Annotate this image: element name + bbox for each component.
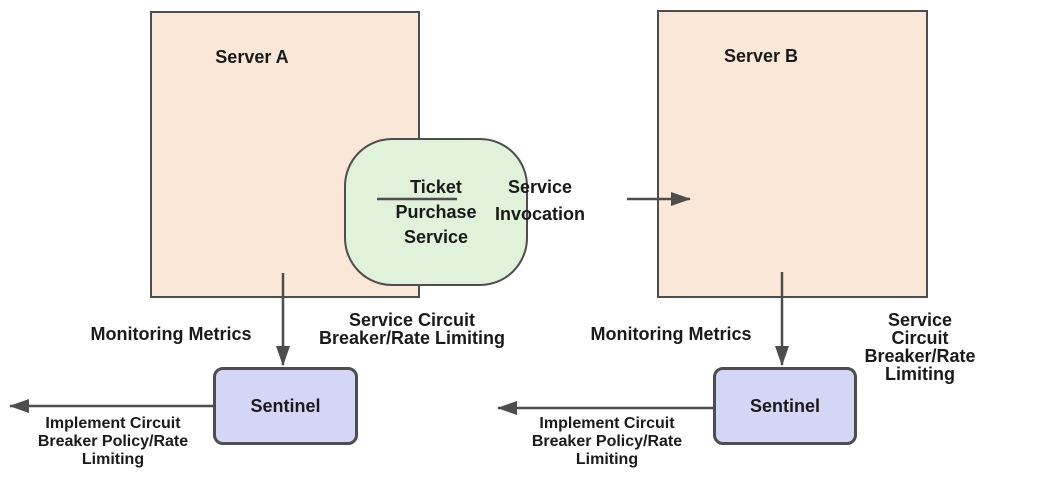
service-circuit-breaker-label-right: Service Circuit Breaker/Rate Limiting [864, 310, 976, 384]
implement-circuit-breaker-label-left: Implement Circuit Breaker Policy/Rate Li… [37, 415, 189, 468]
ticket-purchase-service-label: Ticket Purchase Service [395, 176, 477, 247]
sentinel-b-label: Sentinel [749, 395, 820, 416]
server-a-title: Server A [215, 47, 289, 67]
monitoring-metrics-label-right: Monitoring Metrics [590, 324, 752, 344]
sentinel-a-box: Sentinel [213, 367, 358, 445]
sentinel-a-label: Sentinel [250, 395, 321, 416]
server-b-title: Server B [723, 46, 799, 66]
server-b-box: Order Service [657, 10, 928, 298]
sentinel-b-box: Sentinel [713, 367, 857, 445]
monitoring-metrics-label-left: Monitoring Metrics [90, 324, 252, 344]
implement-circuit-breaker-label-right: Implement Circuit Breaker Policy/Rate Li… [531, 415, 683, 468]
service-circuit-breaker-label-left: Service Circuit Breaker/Rate Limiting [318, 310, 506, 348]
ticket-purchase-service-node: Ticket Purchase Service [344, 138, 528, 286]
server-a-box: Ticket Purchase Service [150, 11, 528, 298]
service-invocation-label: Service Invocation [494, 177, 586, 224]
